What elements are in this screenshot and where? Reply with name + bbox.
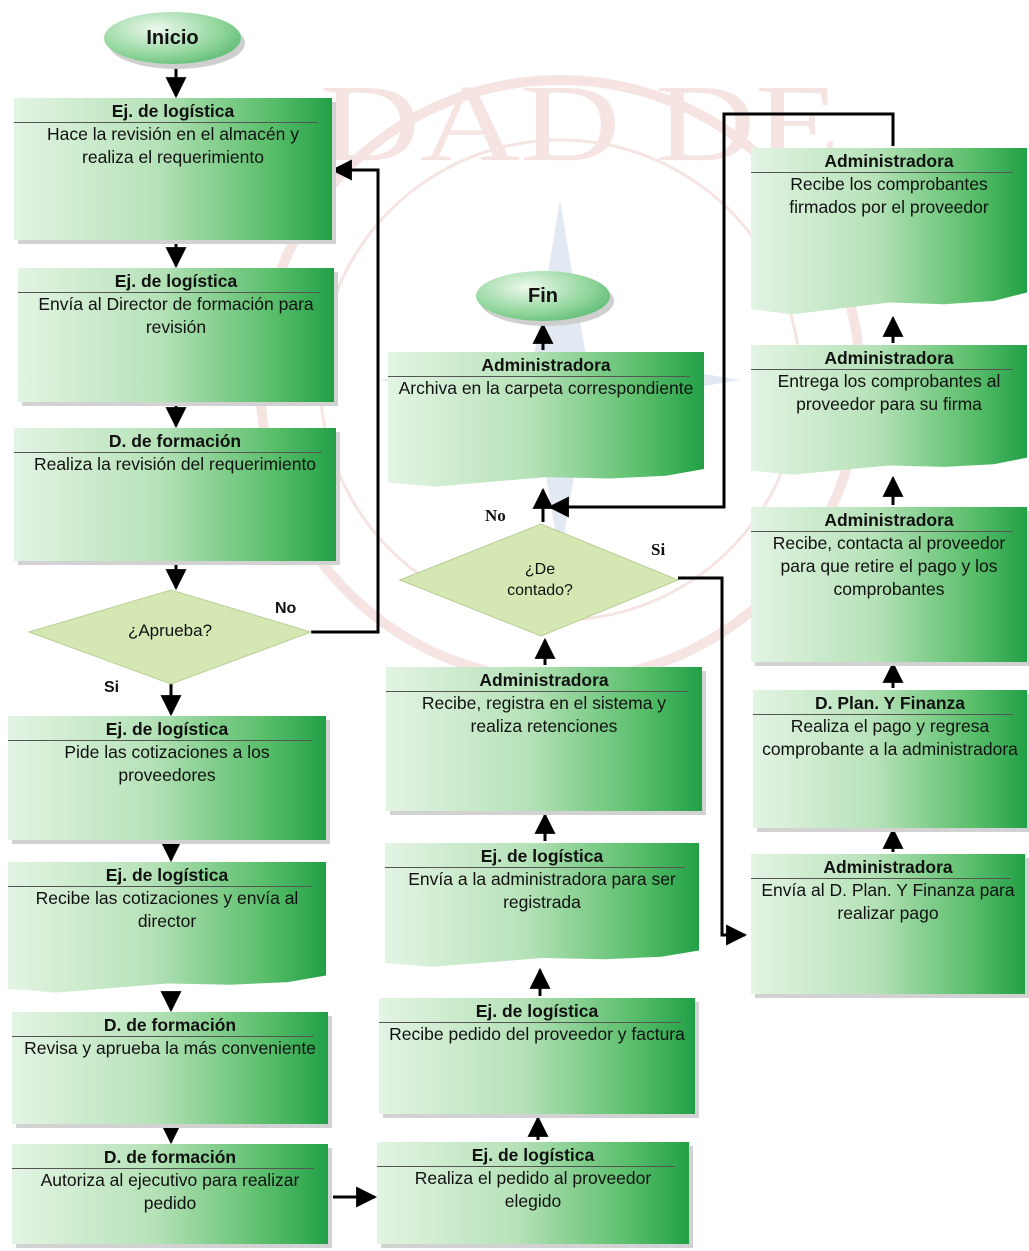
step-box-entrega-comprobantes: Administradora Entrega los comprobantes … xyxy=(751,345,1027,475)
step-role: Administradora xyxy=(386,667,688,692)
decision-question-aprueba: ¿Aprueba? xyxy=(127,621,213,640)
step-box-revision-requerimiento: D. de formación Realiza la revisión del … xyxy=(14,428,336,561)
step-role: Ej. de logística xyxy=(8,862,312,887)
step-description: Realiza el pedido al proveedor elegido xyxy=(414,1168,652,1211)
step-box-realiza-pedido: Ej. de logística Realiza el pedido al pr… xyxy=(377,1142,689,1244)
step-description: Envía al D. Plan. Y Finanza para realiza… xyxy=(761,880,1015,923)
step-description: Revisa y aprueba la más conveniente xyxy=(24,1038,316,1058)
step-role: Administradora xyxy=(751,854,1011,879)
step-box-comprobantes-firmados: Administradora Recibe los comprobantes f… xyxy=(751,148,1027,315)
branch-label-contado-no: No xyxy=(485,506,506,525)
arrow-r5-m5 xyxy=(547,112,895,518)
step-box-autoriza-ejecutivo: D. de formación Autoriza al ejecutivo pa… xyxy=(12,1144,328,1244)
decision-question-contado: ¿De contado? xyxy=(470,559,610,601)
step-role: Administradora xyxy=(388,352,690,377)
step-role: Ej. de logística xyxy=(8,716,312,741)
branch-label-aprueba-no: No xyxy=(275,600,297,617)
decision-diamond-contado xyxy=(398,523,680,637)
step-role: Ej. de logística xyxy=(385,843,685,868)
step-box-realiza-pago: D. Plan. Y Finanza Realiza el pago y reg… xyxy=(753,690,1027,828)
start-terminal: Inicio xyxy=(104,12,241,64)
step-role: D. de formación xyxy=(12,1012,314,1037)
step-box-contacta-proveedor: Administradora Recibe, contacta al prove… xyxy=(751,507,1027,662)
step-description: Realiza el pago y regresa comprobante a … xyxy=(762,716,1018,759)
step-role: Administradora xyxy=(751,507,1013,532)
step-description: Pide las cotizaciones a los proveedores xyxy=(64,742,270,785)
step-box-recibe-pedido: Ej. de logística Recibe pedido del prove… xyxy=(379,998,695,1114)
step-description: Recibe, contacta al proveedor para que r… xyxy=(772,533,1006,599)
step-description: Recibe, registra en el sistema y realiza… xyxy=(421,693,667,736)
decision-diamond-aprueba xyxy=(27,589,313,685)
step-description: Envía al Director de formación para revi… xyxy=(38,294,314,337)
step-box-revision-almacen: Ej. de logística Hace la revisión en el … xyxy=(14,98,332,240)
step-box-aprueba-conveniente: D. de formación Revisa y aprueba la más … xyxy=(12,1012,328,1124)
step-box-archiva-carpeta: Administradora Archiva en la carpeta cor… xyxy=(388,352,704,487)
arrow-d1-no-s1 xyxy=(311,159,380,634)
step-role: Ej. de logística xyxy=(14,98,318,123)
branch-label-aprueba-si: Si xyxy=(104,679,120,696)
step-description: Envía a la administradora para ser regis… xyxy=(408,869,676,912)
end-terminal: Fin xyxy=(476,271,610,321)
step-role: Administradora xyxy=(751,345,1013,370)
branch-label-contado-si: Si xyxy=(651,540,666,559)
step-role: Ej. de logística xyxy=(379,998,681,1023)
decision-question-line-2: contado? xyxy=(507,582,573,599)
step-box-envia-director: Ej. de logística Envía al Director de fo… xyxy=(18,268,334,402)
arrow-d2-yes-r1 xyxy=(678,576,748,946)
step-box-recibe-cotizaciones: Ej. de logística Recibe las cotizaciones… xyxy=(8,862,326,993)
step-box-envia-plan-finanza: Administradora Envía al D. Plan. Y Finan… xyxy=(751,854,1025,994)
step-description: Recibe las cotizaciones y envía al direc… xyxy=(35,888,299,931)
step-role: D. Plan. Y Finanza xyxy=(753,690,1013,715)
step-description: Archiva en la carpeta correspondiente xyxy=(398,378,694,398)
step-description: Autoriza al ejecutivo para realizar pedi… xyxy=(40,1170,300,1213)
step-description: Realiza la revisión del requerimiento xyxy=(33,454,317,474)
step-box-registra-sistema: Administradora Recibe, registra en el si… xyxy=(386,667,702,811)
step-role: Ej. de logística xyxy=(18,268,320,293)
step-role: D. de formación xyxy=(14,428,322,453)
step-role: Administradora xyxy=(751,148,1013,173)
step-role: D. de formación xyxy=(12,1144,314,1169)
step-box-envia-administradora: Ej. de logística Envía a la administrado… xyxy=(385,843,699,967)
step-description: Recibe pedido del proveedor y factura xyxy=(389,1024,685,1044)
decision-question-line-1: ¿De xyxy=(524,561,556,578)
step-description: Entrega los comprobantes al proveedor pa… xyxy=(777,371,1001,414)
step-description: Recibe los comprobantes firmados por el … xyxy=(789,174,989,217)
step-role: Ej. de logística xyxy=(377,1142,675,1167)
step-description: Hace la revisión en el almacén y realiza… xyxy=(47,124,299,167)
step-box-pide-cotizaciones: Ej. de logística Pide las cotizaciones a… xyxy=(8,716,326,840)
